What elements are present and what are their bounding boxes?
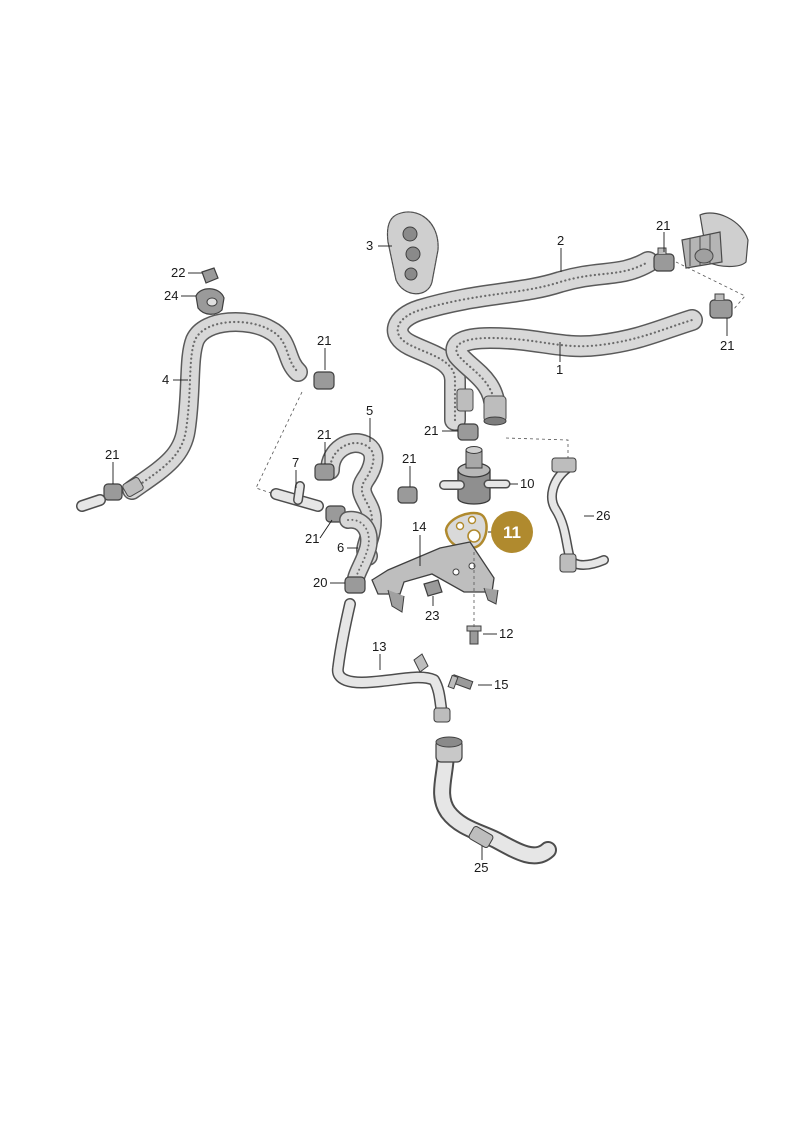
callout-6: 6	[337, 540, 344, 555]
clamp-21-top-right[interactable]	[653, 247, 675, 272]
part-20-clamp[interactable]	[344, 576, 366, 594]
callout-21-top-right: 21	[656, 218, 670, 233]
callout-4: 4	[162, 372, 169, 387]
part-23-nut[interactable]	[423, 579, 443, 597]
callout-3: 3	[366, 238, 373, 253]
callout-26: 26	[596, 508, 610, 523]
callout-14: 14	[412, 519, 426, 534]
highlight-badge-11[interactable]: 11	[491, 511, 533, 553]
callout-25: 25	[474, 860, 488, 875]
part-15-bolt[interactable]	[447, 674, 474, 690]
clamp-21-pump[interactable]	[457, 423, 479, 441]
callout-23: 23	[425, 608, 439, 623]
hose-end-fittings	[456, 388, 507, 426]
callout-15: 15	[494, 677, 508, 692]
callout-21-pump: 21	[424, 423, 438, 438]
callout-12: 12	[499, 626, 513, 641]
clamp-21-far-left[interactable]	[103, 483, 123, 501]
callout-24: 24	[164, 288, 178, 303]
part-4-hose[interactable]	[122, 312, 308, 500]
callout-7: 7	[292, 455, 299, 470]
clamp-21-middle-1[interactable]	[314, 463, 335, 481]
part-12-bolt[interactable]	[466, 625, 482, 645]
part-7-t-piece[interactable]	[270, 481, 324, 512]
bulkhead-grommet[interactable]	[681, 212, 749, 269]
callout-21-left-upper: 21	[317, 333, 331, 348]
part-2-hose[interactable]	[386, 251, 659, 431]
callout-22: 22	[171, 265, 185, 280]
leader-lines	[112, 232, 728, 860]
part-26-pipe[interactable]	[547, 457, 609, 573]
part-3-grommet-plate[interactable]	[386, 211, 439, 295]
callout-10: 10	[520, 476, 534, 491]
callout-21-mid-3: 21	[305, 531, 319, 546]
callout-1: 1	[556, 362, 563, 377]
callout-20: 20	[313, 575, 327, 590]
badge-11-label: 11	[503, 523, 521, 542]
part-10-pump[interactable]	[439, 446, 511, 505]
clamp-21-right[interactable]	[709, 293, 733, 319]
part-6-hose[interactable]	[339, 510, 378, 587]
callout-21-right: 21	[720, 338, 734, 353]
part-1-hose[interactable]	[445, 309, 703, 421]
callout-21-mid-1: 21	[317, 427, 331, 442]
callout-21-far-left: 21	[105, 447, 119, 462]
part-14-bracket[interactable]	[371, 541, 499, 613]
part-13-pipe[interactable]	[331, 598, 451, 723]
clamp-21-left-upper[interactable]	[313, 371, 335, 390]
part-24-holder[interactable]	[195, 288, 225, 315]
stub-pipe-left	[76, 494, 106, 512]
clamp-21-middle-2[interactable]	[397, 486, 418, 504]
part-22-clip[interactable]	[201, 267, 219, 284]
part-25-pipe[interactable]	[433, 736, 557, 865]
callout-2: 2	[557, 233, 564, 248]
callout-5: 5	[366, 403, 373, 418]
callout-21-mid-2: 21	[402, 451, 416, 466]
callout-13: 13	[372, 639, 386, 654]
